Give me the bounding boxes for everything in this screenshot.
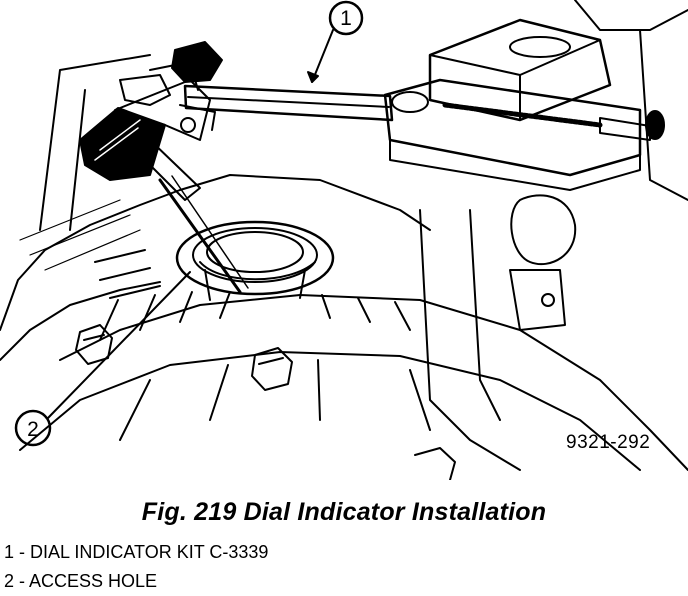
hatching-lines bbox=[19, 199, 141, 271]
dial-indicator-illustration: 1 2 bbox=[0, 0, 688, 480]
access-hole bbox=[175, 220, 335, 301]
transmission-housing bbox=[0, 0, 688, 471]
legend-item-1: 1 - DIAL INDICATOR KIT C-3339 bbox=[4, 542, 269, 562]
indicator-arm bbox=[183, 84, 394, 122]
housing-bolt-right bbox=[414, 447, 456, 480]
callout-2-label: 2 bbox=[27, 418, 39, 441]
dial-indicator bbox=[79, 41, 223, 181]
housing-bolt-center bbox=[251, 347, 293, 391]
callout-2-leader bbox=[14, 271, 191, 447]
callout-1-leader bbox=[307, 0, 364, 83]
figure-code: 9321-292 bbox=[566, 432, 651, 453]
legend-item-2: 2 - ACCESS HOLE bbox=[4, 571, 158, 591]
housing-bolt-left bbox=[75, 324, 113, 365]
callout-1-label: 1 bbox=[340, 7, 352, 30]
figure-title: Fig. 219 Dial Indicator Installation bbox=[141, 498, 547, 526]
figure-legend: 1 - DIAL INDICATOR KIT C-3339 2 - ACCESS… bbox=[4, 538, 268, 596]
mounting-clamp bbox=[383, 18, 665, 191]
